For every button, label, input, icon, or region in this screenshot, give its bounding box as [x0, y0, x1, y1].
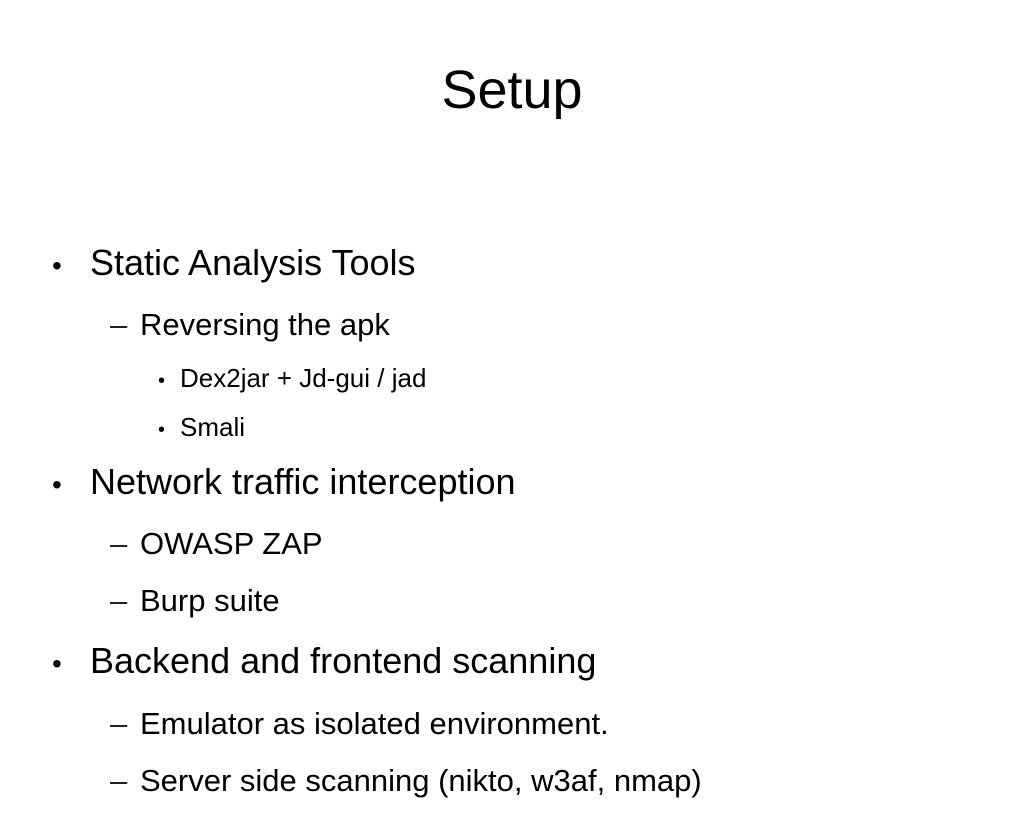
- list-item-text: Network traffic interception: [90, 460, 516, 502]
- bullet-icon: •: [158, 370, 166, 393]
- list-item: – Emulator as isolated environment.: [0, 705, 1024, 742]
- list-item-text: Emulator as isolated environment.: [140, 705, 609, 741]
- bullet-icon: •: [52, 468, 62, 500]
- list-item-text: Reversing the apk: [140, 307, 390, 343]
- dash-icon: –: [110, 583, 128, 619]
- list-item-text: Dex2jar + Jd-gui / jad: [180, 363, 427, 394]
- bullet-list: • Static Analysis Tools – Reversing the …: [0, 241, 1024, 819]
- list-item-text: Smali: [180, 411, 246, 442]
- list-item: • Static Analysis Tools: [0, 241, 1024, 284]
- list-item: – OWASP ZAP: [0, 525, 1024, 562]
- list-item: – Burp suite: [0, 582, 1024, 619]
- dash-icon: –: [110, 705, 128, 741]
- list-item: • Backend and frontend scanning: [0, 639, 1024, 682]
- dash-icon: –: [110, 525, 128, 561]
- list-item-text: Backend and frontend scanning: [90, 640, 597, 682]
- list-item-text: Burp suite: [140, 583, 280, 619]
- list-item: • Smali: [0, 412, 1024, 443]
- dash-icon: –: [110, 762, 128, 798]
- list-item-text: OWASP ZAP: [140, 525, 323, 561]
- list-item-text: Server side scanning (nikto, w3af, nmap): [140, 762, 702, 798]
- list-item: • Dex2jar + Jd-gui / jad: [0, 363, 1024, 394]
- list-item: – Reversing the apk: [0, 306, 1024, 343]
- list-item: – Server side scanning (nikto, w3af, nma…: [0, 762, 1024, 799]
- bullet-icon: •: [52, 250, 62, 281]
- bullet-icon: •: [158, 418, 166, 441]
- list-item: • Network traffic interception: [0, 460, 1024, 503]
- dash-icon: –: [110, 307, 128, 343]
- list-item-text: Static Analysis Tools: [90, 242, 416, 283]
- slide: Setup • Static Analysis Tools – Reversin…: [0, 58, 1024, 826]
- slide-title: Setup: [441, 60, 583, 120]
- bullet-icon: •: [52, 648, 62, 680]
